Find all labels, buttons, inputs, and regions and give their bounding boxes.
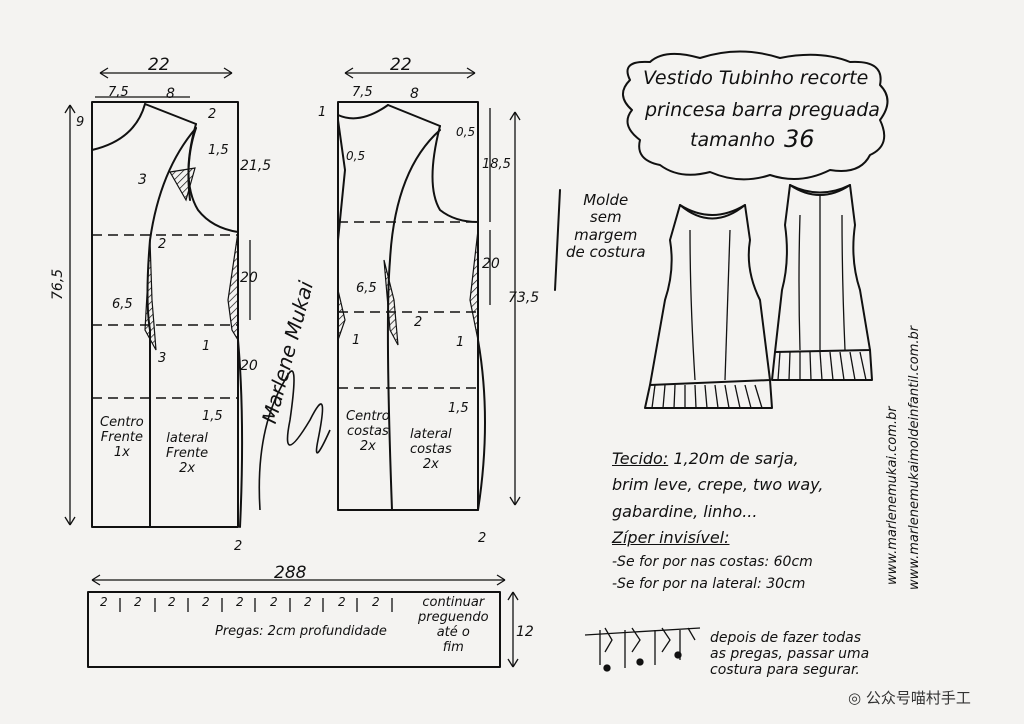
back-shoulder [387,104,441,127]
dress-front-sketch [644,204,773,409]
back-center-dart [337,289,346,341]
front-outline [91,101,239,528]
front-dart-top-label: 1,5 [208,143,229,158]
back-side-dart [469,229,479,341]
front-armhole [187,123,239,233]
back-seg-b-label: 8 [410,86,419,102]
back-hip-width-label: 6,5 [356,281,377,296]
pleat-mark: 2 [270,595,278,609]
front-pattern [64,67,251,528]
front-upper-dart [169,167,196,202]
front-seg-a-label: 7,5 [108,85,129,100]
title-line-3: tamanho [690,129,775,151]
url-main: www.marlenemukai.com.br [885,406,900,585]
back-neckline [337,104,389,120]
zipper-label: Zíper invisível: [612,528,730,548]
pleat-height-label: 12 [516,624,534,640]
front-hem-side-label: 1,5 [202,409,223,424]
front-hem-drop-label: 2 [234,539,243,554]
title-line-1: Vestido Tubinho recorte [643,67,869,89]
pleat-mark: 2 [236,595,244,609]
front-total-height-label: 76,5 [50,268,66,300]
back-width-label: 22 [390,55,412,75]
title-size: 36 [784,125,815,153]
front-width-label: 22 [148,55,170,75]
back-waist-dart [383,259,399,346]
front-neckline [91,103,146,151]
title-cloud [622,50,889,181]
back-dart-c-label: 1 [456,335,465,350]
title-line-2: princesa barra preguada [645,99,880,121]
back-dart-b-label: 2 [414,315,423,330]
dress-back-sketch [771,184,873,381]
back-princess-seam [386,129,441,511]
front-neck-depth-label: 9 [76,115,85,130]
pleat-mark: 2 [338,595,346,609]
pleat-mark: 2 [202,595,210,609]
back-hem-side-label: 1,5 [448,401,469,416]
watermark: ◎ 公众号喵村手工 [848,689,971,707]
back-pattern [337,67,521,511]
front-dart-width-label: 3 [138,172,147,188]
pleat-mark: 2 [134,595,142,609]
back-dart-a-label: 1 [352,333,361,348]
fabric-block: Tecido: 1,20m de sarja, brim leve, crepe… [612,449,824,592]
front-waist-a-label: 20 [240,270,258,286]
signature-scribble [258,370,331,511]
back-armhole-label: 18,5 [482,157,511,172]
back-armhole [431,125,479,223]
back-total-height-label: 73,5 [508,290,540,306]
back-neck-small-label: 0,5 [346,149,366,163]
front-dart-depth-label: 2 [158,237,167,252]
front-waist-b-label: 20 [240,358,258,374]
front-shoulder-drop-label: 2 [208,107,217,122]
front-side-dart [227,231,239,343]
pleat-mark: 2 [100,595,108,609]
pleat-mark: 2 [168,595,176,609]
front-armhole-label: 21,5 [240,158,272,174]
front-side-bottom-label: 1 [202,339,211,354]
pleat-strip [87,574,519,668]
back-shoulder-label: 0,5 [456,125,476,139]
front-shoulder [144,103,197,125]
front-dart-bottom-label: 3 [158,351,167,366]
pleat-mark: 2 [372,595,380,609]
front-seg-b-label: 8 [166,86,175,102]
fabric-label: Tecido: [612,449,669,468]
pleat-fold-illustration [584,627,701,672]
front-waist-dart [144,239,157,351]
back-neck-label: 1 [318,105,327,120]
pleat-depth-note: Pregas: 2cm profundidade [215,624,387,639]
back-hem-drop-label: 2 [478,531,487,546]
chat-icon: ◎ [848,689,862,707]
pleat-total-label: 288 [274,563,307,583]
pleat-strip-outline [87,591,501,668]
back-waist-label: 20 [482,256,500,272]
back-seg-a-label: 7,5 [352,85,373,100]
front-hip-width-label: 6,5 [112,297,133,312]
pleat-mark: 2 [304,595,312,609]
url-kids: www.marlenemukaimoldeinfantil.com.br [907,325,922,590]
